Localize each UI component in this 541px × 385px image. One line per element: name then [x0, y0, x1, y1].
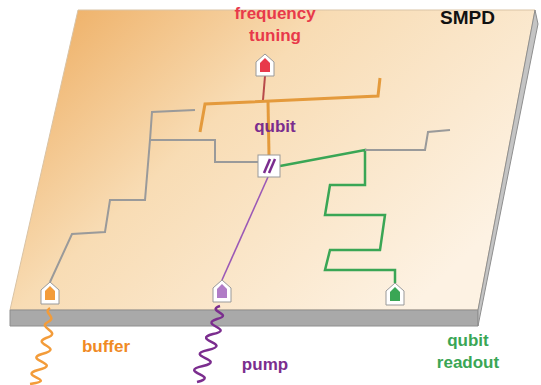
buffer-resonator: [50, 140, 258, 282]
pump-line: [222, 177, 268, 280]
qubit-symbol: [258, 155, 280, 177]
readout-resonator: [280, 150, 395, 283]
junction: [269, 159, 275, 173]
chip-front: [10, 310, 478, 326]
chip-side: [478, 10, 538, 326]
chip-top: [10, 10, 535, 310]
pump-pad: [213, 280, 231, 302]
title-text: SMPD: [440, 6, 495, 31]
readout-label: qubit readout: [425, 330, 511, 374]
buffer-stub: [150, 110, 195, 140]
tuning-line: [263, 76, 265, 100]
readout-pad: [386, 283, 404, 305]
tuning-pad: [256, 54, 274, 76]
pump-wave: [194, 306, 223, 382]
pump-label: pump: [240, 354, 290, 376]
readout-stub: [365, 130, 450, 150]
buffer-wave: [30, 308, 52, 384]
buffer-label: buffer: [76, 336, 136, 358]
qubit-label: qubit: [248, 116, 302, 138]
buffer-pad: [41, 282, 59, 304]
tuning-label: frequency tuning: [215, 3, 335, 47]
